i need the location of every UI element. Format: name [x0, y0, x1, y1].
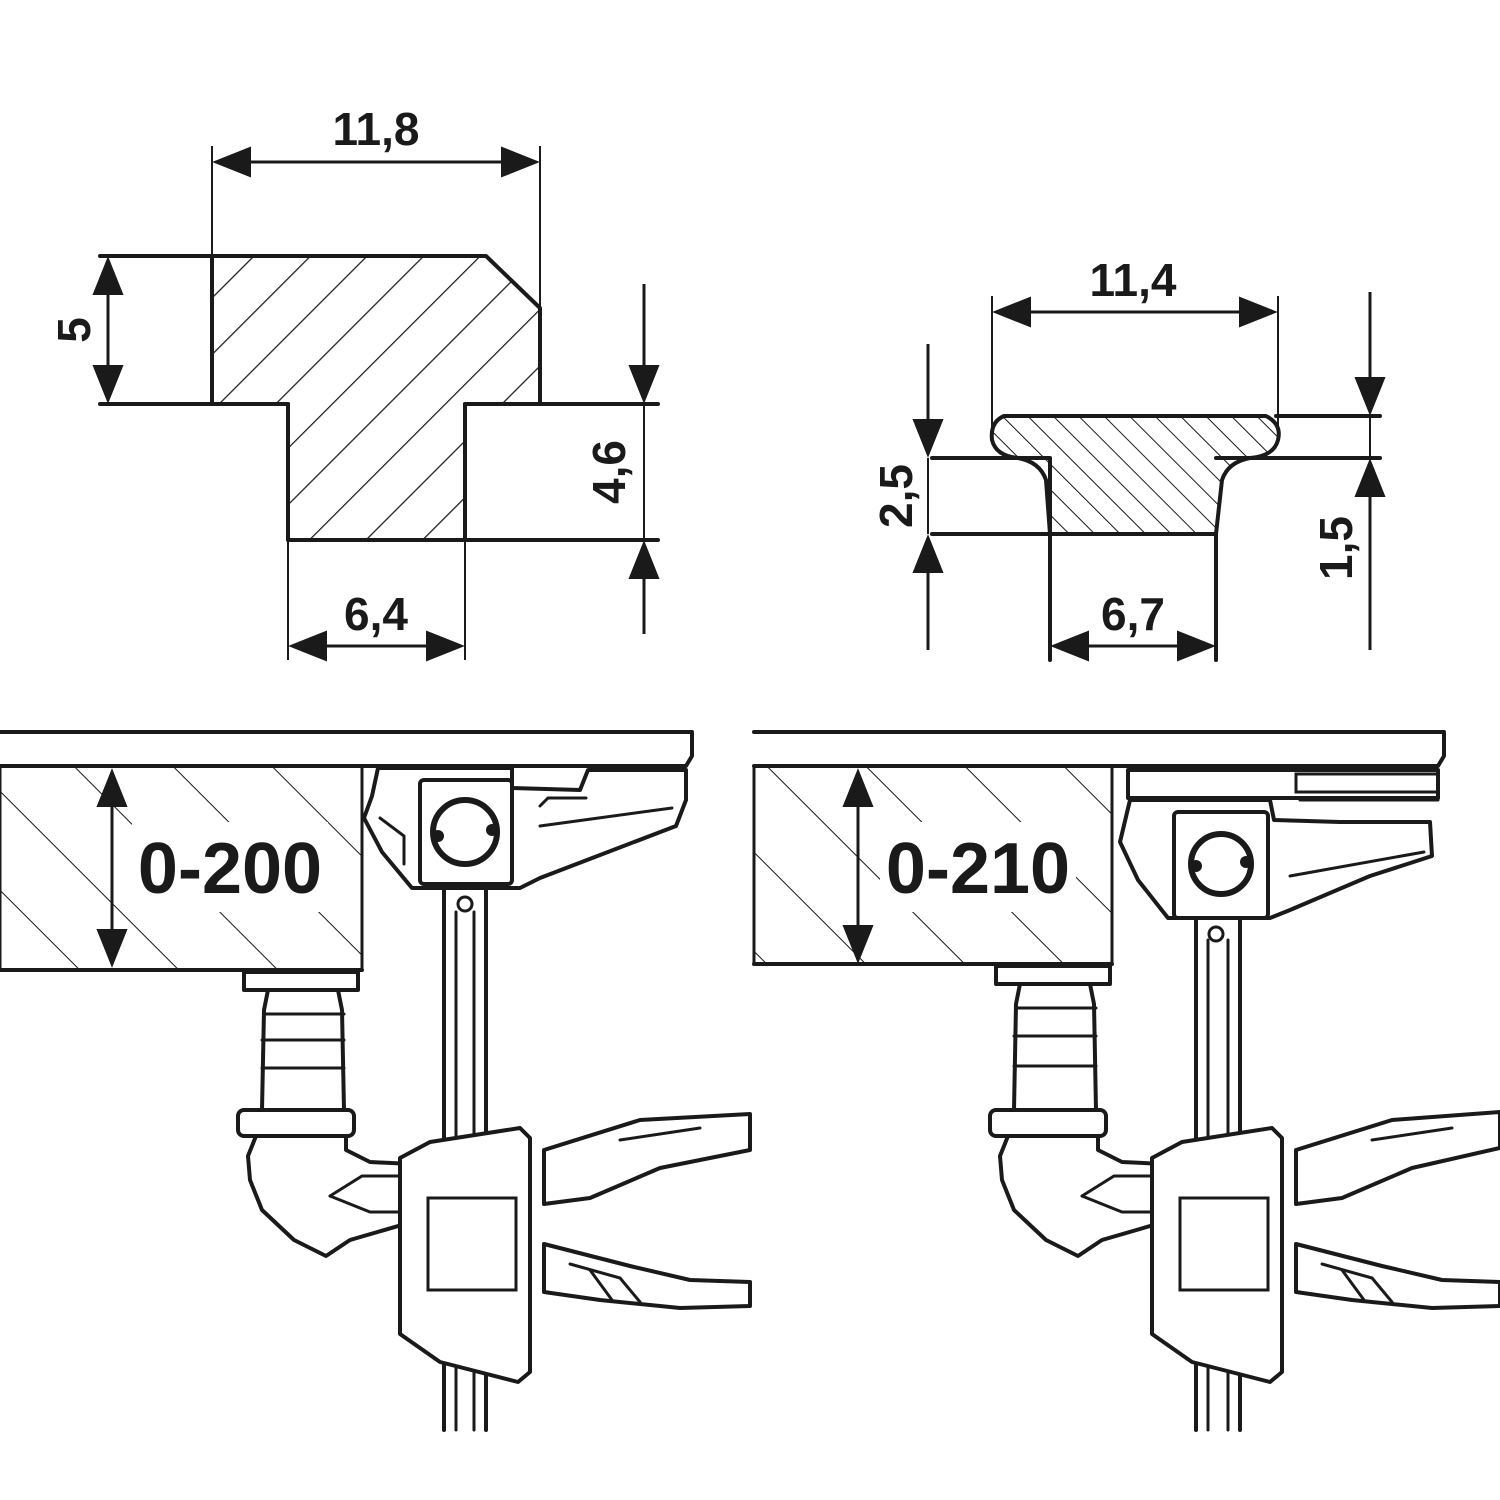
left-neck-height-label: 4,6	[583, 440, 635, 504]
right-total-height-label: 2,5	[870, 464, 922, 528]
right-clamp-assembly: 0-210	[752, 730, 1500, 1432]
right-range-label: 0-210	[886, 829, 1070, 909]
left-top-height-label: 5	[48, 317, 100, 343]
right-profile: 11,4 2,5 1,5 6,7	[870, 254, 1386, 662]
right-t-profile	[989, 414, 1281, 536]
left-clamp-assembly: 0-200	[0, 730, 752, 1432]
left-clamp-handle[interactable]	[398, 1126, 532, 1384]
right-neck-height-label: 1,5	[1310, 516, 1362, 580]
left-t-profile	[210, 254, 542, 542]
left-range-label: 0-200	[138, 829, 322, 909]
right-slot-outline	[930, 456, 1052, 536]
left-profile: 11,8 5 4,6 6,4	[48, 103, 660, 662]
left-top-width-label: 11,8	[333, 103, 420, 155]
right-top-width-label: 11,4	[1090, 254, 1177, 306]
right-neck-width-label: 6,7	[1101, 588, 1165, 640]
left-neck-width-label: 6,4	[344, 588, 408, 640]
right-clamp-handle[interactable]	[1150, 1126, 1284, 1384]
